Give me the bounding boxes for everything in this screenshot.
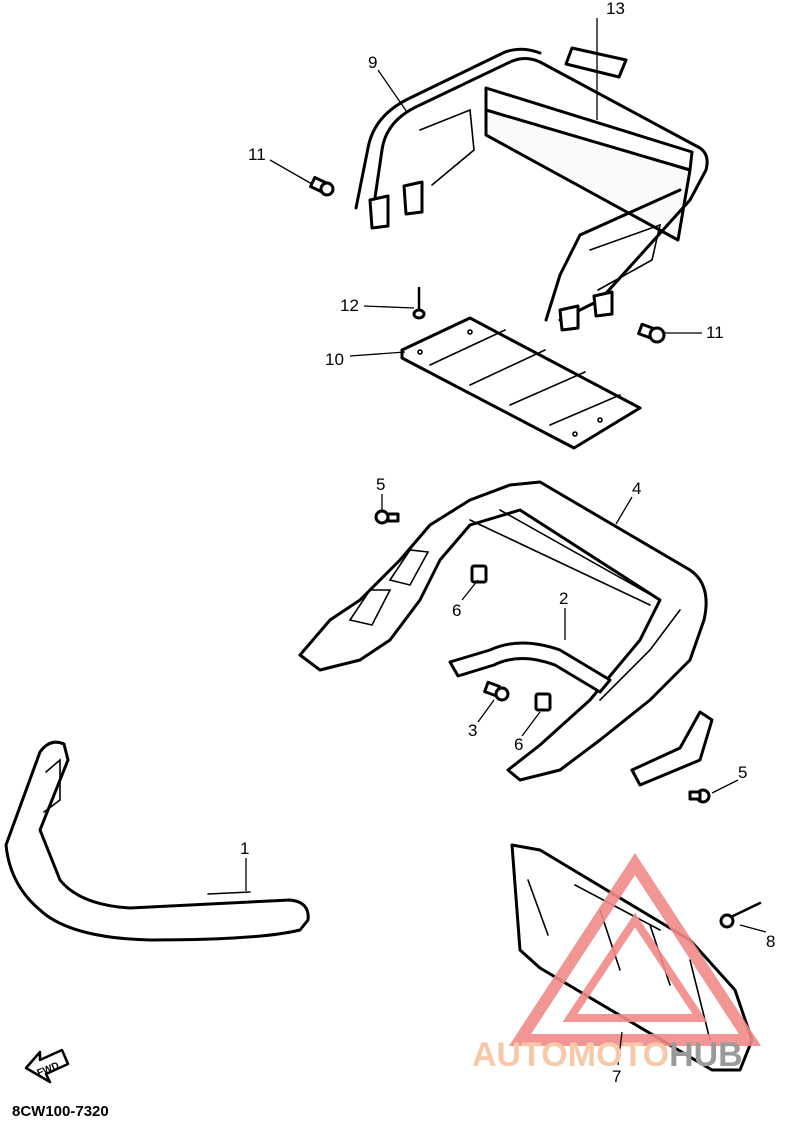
part-5-bolt-upper xyxy=(374,509,400,525)
callout-11-left: 11 xyxy=(248,145,266,164)
part-11-bolt-left xyxy=(309,176,335,197)
part-12-rivet xyxy=(412,286,426,320)
watermark-text-hub: HUB xyxy=(669,1036,743,1074)
callout-7: 7 xyxy=(612,1067,621,1086)
watermark-text-automoto: AUTOMOTO xyxy=(472,1036,669,1074)
callout-3: 3 xyxy=(468,721,477,740)
part-5-bolt-lower xyxy=(688,788,711,804)
callout-12: 12 xyxy=(340,296,359,315)
part-13-label xyxy=(564,46,628,79)
fwd-arrow-icon: FWD xyxy=(24,1048,70,1084)
part-10-plate xyxy=(400,316,642,450)
part-1-front-bumper xyxy=(4,740,310,942)
callout-5-lower: 5 xyxy=(738,763,747,782)
diagram-code: 8CW100-7320 xyxy=(12,1103,109,1120)
part-3-bolt xyxy=(483,680,510,702)
part-6-nut-upper xyxy=(470,564,488,584)
callout-2: 2 xyxy=(559,589,568,608)
watermark-inner-triangle xyxy=(562,912,708,1022)
callout-8: 8 xyxy=(766,932,775,951)
part-rear-stay xyxy=(630,710,714,787)
callout-5-upper: 5 xyxy=(376,475,385,494)
watermark-text: AUTOMOTOHUB xyxy=(472,1036,743,1074)
callout-10: 10 xyxy=(325,350,344,369)
callout-13: 13 xyxy=(606,0,625,18)
callout-4: 4 xyxy=(632,479,641,498)
leader-lines xyxy=(245,18,767,1066)
part-4-rear-carrier xyxy=(298,480,708,782)
part-11-bolt-right xyxy=(637,322,666,344)
callout-6-upper: 6 xyxy=(452,601,461,620)
watermark-logo xyxy=(508,853,762,1046)
callout-11-right: 11 xyxy=(706,323,724,342)
part-9-rack-basket xyxy=(354,47,709,332)
part-2-bracket xyxy=(448,641,612,694)
callout-numbers: 13 9 11 11 12 10 5 4 6 2 3 6 5 1 8 7 xyxy=(240,0,775,1086)
callout-9: 9 xyxy=(368,53,377,72)
callout-1: 1 xyxy=(240,839,249,858)
part-6-nut-lower xyxy=(534,692,552,712)
callout-6-lower: 6 xyxy=(514,735,523,754)
watermark-triangle xyxy=(508,853,762,1046)
part-8-rivet xyxy=(719,901,762,929)
